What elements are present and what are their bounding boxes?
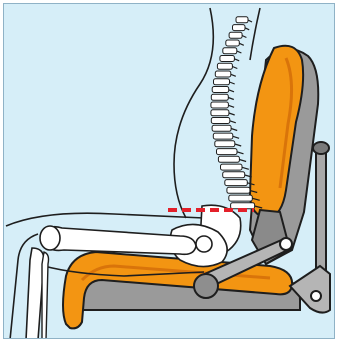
backrest bbox=[250, 46, 318, 264]
kneecap bbox=[40, 226, 60, 250]
vertebra-process bbox=[230, 121, 236, 123]
seat-base bbox=[63, 252, 300, 328]
vertebra bbox=[233, 25, 246, 31]
vertebra bbox=[215, 71, 231, 77]
vertebra-process bbox=[237, 152, 244, 154]
vertebra-process bbox=[248, 20, 252, 22]
seat-spine-illustration bbox=[4, 4, 335, 339]
vertebra bbox=[227, 187, 250, 193]
vertebra-process bbox=[228, 105, 234, 107]
vertebra-process bbox=[232, 67, 237, 69]
hip-joint bbox=[196, 236, 212, 252]
vertebra bbox=[211, 118, 230, 124]
vertebra bbox=[231, 203, 255, 209]
head-back-contour bbox=[250, 8, 260, 60]
vertebra-process bbox=[237, 51, 242, 53]
vertebra-process bbox=[235, 144, 241, 146]
vertebra-process bbox=[234, 59, 239, 61]
vertebra bbox=[212, 87, 229, 93]
vertebra bbox=[220, 56, 235, 62]
vertebra-process bbox=[231, 74, 236, 76]
vertebra-process bbox=[230, 82, 235, 84]
fibula bbox=[42, 252, 49, 339]
vertebra bbox=[217, 63, 232, 69]
thigh-top-contour bbox=[6, 213, 204, 226]
seat-lever-knob bbox=[194, 274, 218, 298]
illustration-frame bbox=[3, 3, 335, 339]
vertebra bbox=[229, 195, 253, 201]
vertebra bbox=[226, 40, 240, 46]
vertebra-process bbox=[231, 129, 237, 131]
back-contour bbox=[174, 8, 213, 218]
vertebra bbox=[236, 17, 248, 23]
vertebra bbox=[211, 94, 228, 100]
backrest-pivot bbox=[280, 238, 292, 250]
vertebra-process bbox=[239, 43, 244, 45]
vertebra bbox=[217, 149, 238, 155]
vertebra bbox=[211, 102, 229, 108]
vertebra bbox=[223, 172, 245, 178]
vertebra bbox=[213, 133, 233, 139]
vertebra bbox=[221, 164, 243, 170]
vertebra bbox=[223, 48, 237, 54]
vertebra-process bbox=[229, 113, 235, 115]
vertebra bbox=[211, 110, 229, 116]
vertebra-process bbox=[233, 136, 239, 138]
support-bolt bbox=[311, 291, 321, 301]
vertebra-process bbox=[245, 28, 249, 30]
vertebra bbox=[215, 141, 235, 147]
support-rod-cap bbox=[313, 142, 329, 154]
vertebra bbox=[218, 156, 239, 162]
vertebra bbox=[225, 180, 248, 186]
vertebra-process bbox=[239, 160, 246, 162]
vertebra bbox=[214, 79, 230, 85]
vertebra-process bbox=[242, 167, 249, 169]
vertebra-process bbox=[242, 36, 246, 38]
vertebra-process bbox=[229, 90, 234, 92]
vertebra bbox=[229, 32, 242, 38]
vertebra-process bbox=[228, 98, 234, 100]
vertebra bbox=[212, 125, 231, 131]
